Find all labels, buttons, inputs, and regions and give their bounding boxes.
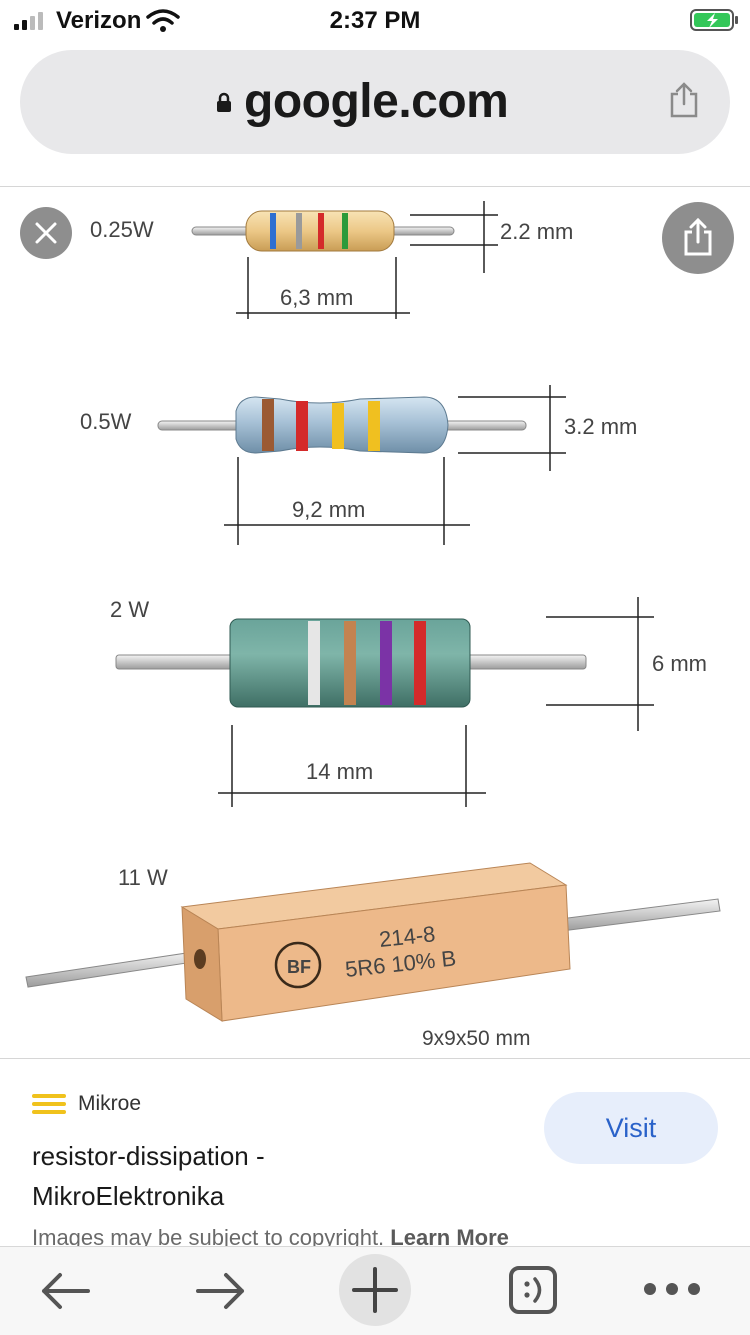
share-icon [684,217,712,256]
divider [0,186,750,187]
carrier-name: Verizon [56,7,142,34]
copyright-text: Images may be subject to copyright. [32,1225,385,1247]
mikroe-logo-icon [32,1094,66,1114]
source-name[interactable]: Mikroe [78,1092,142,1115]
power-label: 2 W [110,597,149,622]
size-label: 9x9x50 mm [422,1027,531,1050]
length-label: 9,2 mm [292,497,365,522]
forward-icon[interactable] [194,1271,248,1311]
diameter-label: 6 mm [652,651,707,676]
resistor-image: 0.25W 2.2 mm 6,3 mm 0.5W 3.2 mm 9,2 mm 2… [25,201,721,1050]
lock-icon [217,92,231,112]
close-button[interactable] [20,207,72,259]
diameter-label: 2.2 mm [500,219,573,244]
learn-more-link[interactable]: Learn More [390,1225,509,1247]
bottom-toolbar [0,1246,750,1335]
marking-text: 214-8 [378,921,437,952]
close-icon [35,222,57,244]
result-title[interactable]: resistor-dissipation - MikroElektronika [32,1141,265,1211]
plus-icon[interactable] [338,1253,412,1327]
tabs-icon[interactable] [508,1265,558,1315]
back-icon[interactable] [38,1271,92,1311]
logo-text: BF [287,957,311,977]
url-text[interactable]: google.com [244,75,509,128]
diameter-label: 3.2 mm [564,414,637,439]
wifi-icon [146,9,180,32]
divider [0,1058,750,1059]
url-bar[interactable] [20,50,730,154]
battery-icon [690,9,738,31]
power-label: 11 W [118,865,168,890]
power-label: 0.5W [80,409,132,434]
length-label: 6,3 mm [280,285,353,310]
power-label: 0.25W [90,217,154,242]
share-icon[interactable] [668,82,700,118]
signal-icon [14,12,43,30]
more-icon[interactable] [642,1281,702,1297]
share-image-button[interactable] [662,202,734,274]
copyright-notice: Images may be subject to copyright. Lear… [32,1225,509,1247]
clock: 2:37 PM [329,7,421,34]
visit-button[interactable]: Visit [544,1092,718,1164]
length-label: 14 mm [306,759,373,784]
status-bar: Verizon 2:37 PM [0,0,750,42]
